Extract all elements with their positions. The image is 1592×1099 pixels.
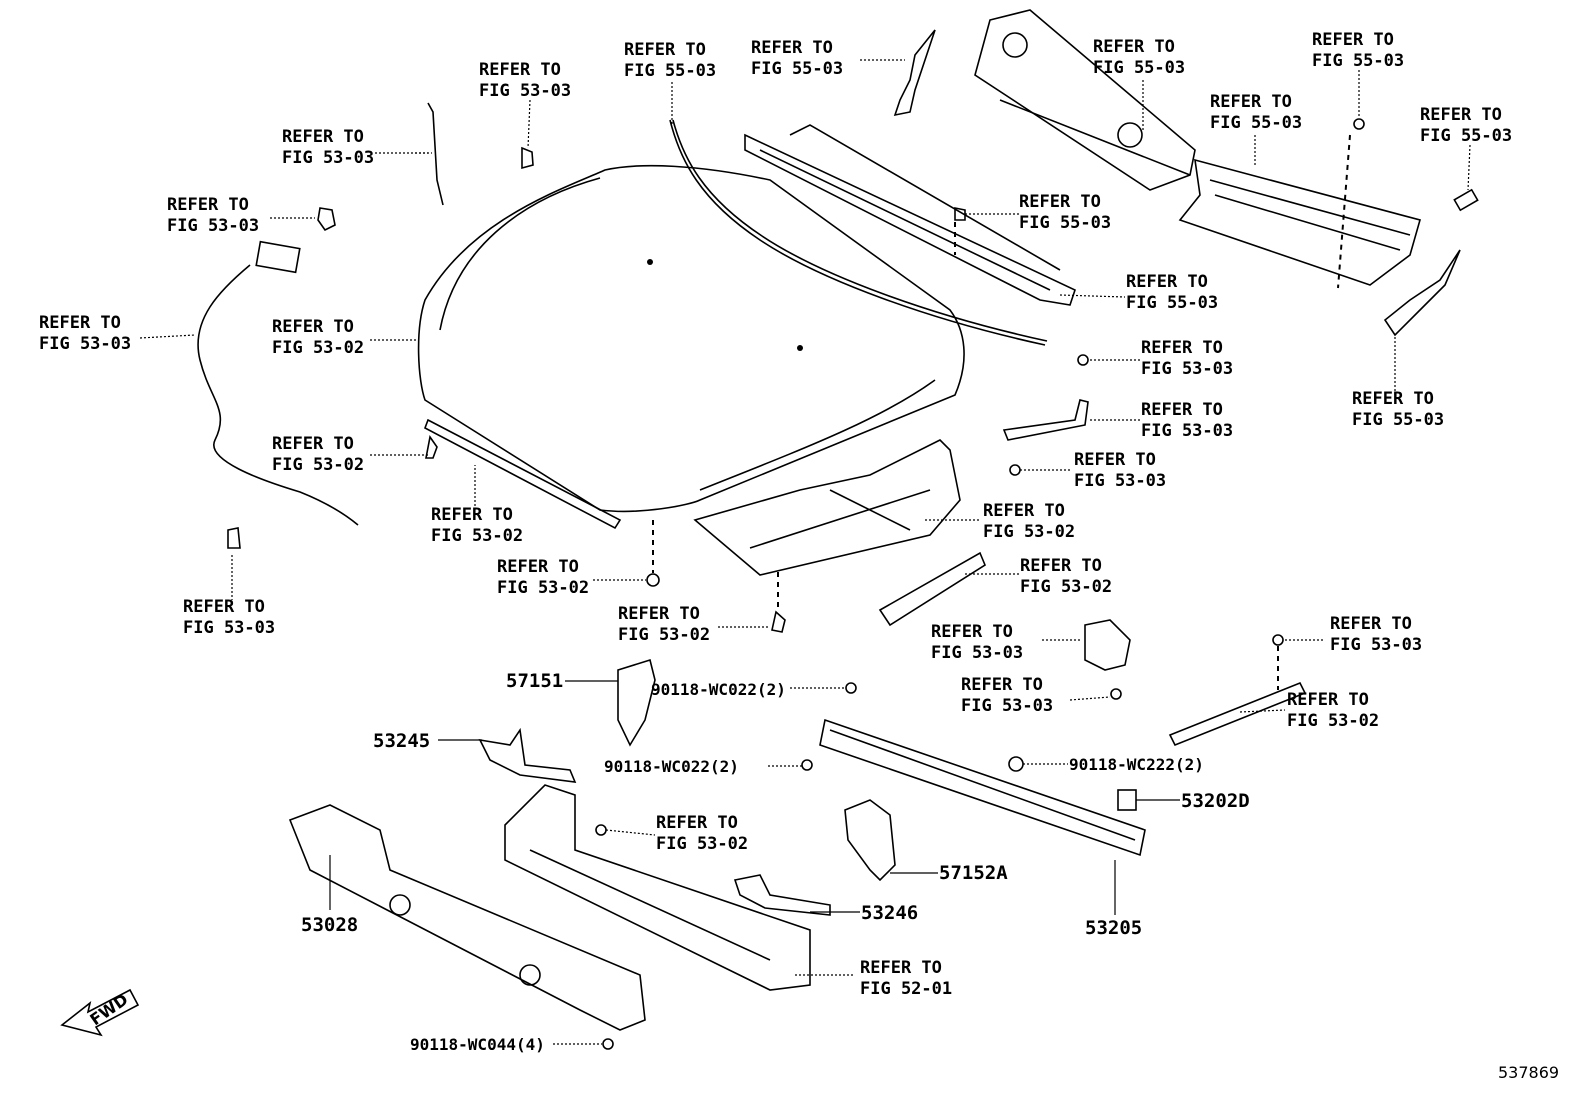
part-number: 90118-WC222(2) xyxy=(1069,755,1204,774)
part-number: 53246 xyxy=(861,902,919,924)
hood-hinge xyxy=(1002,399,1089,441)
front-seal-strip xyxy=(424,418,622,530)
part-number: 90118-WC022(2) xyxy=(651,680,786,699)
bracket-53245 xyxy=(478,727,577,783)
rod-left xyxy=(427,102,444,206)
figure-number: 537869 xyxy=(1498,1063,1560,1082)
cowl-top-left xyxy=(744,124,1076,306)
side-seal-right xyxy=(1168,681,1307,747)
latch-assy xyxy=(1084,619,1131,671)
wiper-pivot-left xyxy=(893,29,936,117)
cowl-top-right xyxy=(974,9,1196,191)
part-number: 53028 xyxy=(301,914,359,936)
crossmember-53028 xyxy=(288,804,646,1031)
hinge-53246 xyxy=(733,874,831,916)
dash-connector xyxy=(1337,134,1351,289)
brace-57152a xyxy=(844,799,896,882)
hood-inner-frame xyxy=(693,439,961,576)
wiper-pivot-right xyxy=(1383,249,1461,337)
hood-seal xyxy=(669,119,1048,346)
lock-support-53205 xyxy=(819,718,1146,857)
deflector-plate xyxy=(878,551,986,627)
support-57151 xyxy=(617,658,656,747)
leader-lines xyxy=(139,59,1471,976)
hood-panel xyxy=(417,164,965,513)
part-number: 90118-WC022(2) xyxy=(604,757,739,776)
fwd-arrow-icon xyxy=(60,988,140,1037)
part-leader-lines xyxy=(329,680,1180,1045)
center-support xyxy=(504,784,811,991)
part-number: 57152A xyxy=(939,862,1008,884)
cowl-extension xyxy=(1178,158,1421,286)
part-number: 53245 xyxy=(373,730,431,752)
release-cable xyxy=(197,240,359,526)
part-number: 53205 xyxy=(1085,917,1143,939)
part-number: 57151 xyxy=(506,670,564,692)
part-number: 53202D xyxy=(1181,790,1250,812)
part-number: 90118-WC044(4) xyxy=(410,1035,545,1054)
